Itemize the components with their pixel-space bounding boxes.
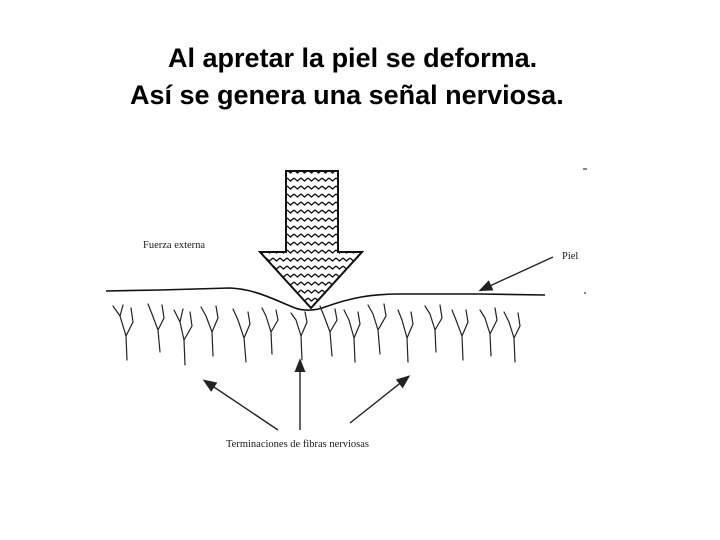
- nerve-fiber-endings: [112, 303, 521, 366]
- force-label: Fuerza externa: [143, 240, 205, 251]
- skin-pointer-arrow: [478, 256, 554, 292]
- skin-line: [105, 287, 546, 311]
- title-line-2: Así se genera una señal nerviosa.: [130, 80, 564, 110]
- nerve-endings-label: Terminaciones de fibras nerviosas: [226, 439, 369, 450]
- skin-label: Piel: [562, 251, 578, 262]
- title-line-1: Al apretar la piel se deforma.: [168, 43, 538, 73]
- nerve-pointer-arrows: [202, 358, 411, 431]
- force-arrow: [257, 170, 365, 310]
- slide-title: Al apretar la piel se deforma. Así se ge…: [0, 40, 720, 114]
